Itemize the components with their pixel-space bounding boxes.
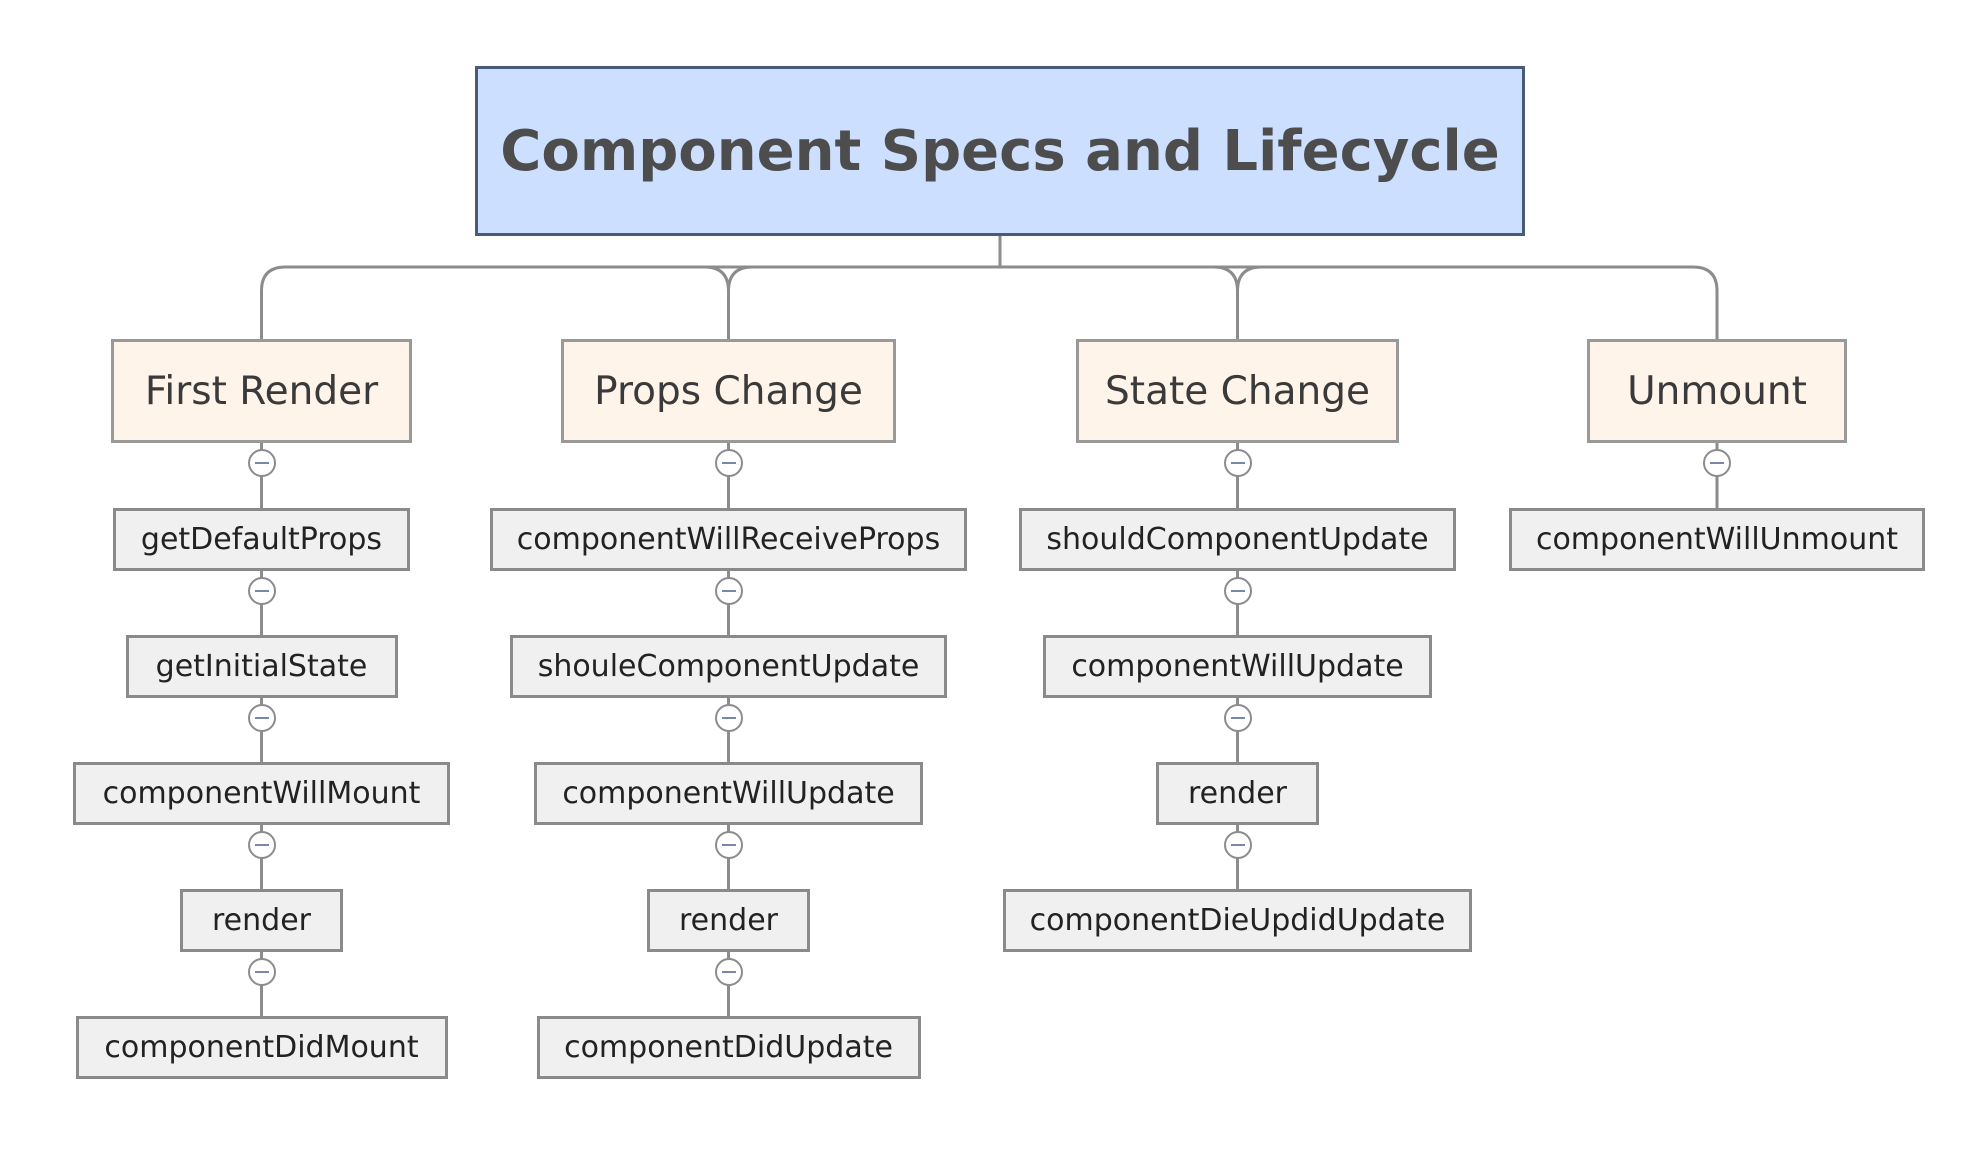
method-node[interactable]: componentDidMount <box>75 1016 448 1079</box>
collapse-minus-icon <box>254 844 269 846</box>
method-node[interactable]: getDefaultProps <box>113 508 410 571</box>
collapse-toggle[interactable] <box>714 958 743 986</box>
branch-drop-line <box>704 265 753 339</box>
method-node[interactable]: componentDidUpdate <box>536 1016 921 1079</box>
method-node[interactable]: render <box>647 889 810 952</box>
method-node[interactable]: componentWillUpdate <box>1043 635 1432 698</box>
branch-drop-line <box>260 265 286 339</box>
method-node[interactable]: componentWillMount <box>73 762 450 825</box>
method-node[interactable]: componentDieUpdidUpdate <box>1003 889 1472 952</box>
collapse-minus-icon <box>721 462 736 464</box>
collapse-minus-icon <box>1710 462 1724 464</box>
collapse-toggle[interactable] <box>1223 704 1252 732</box>
collapse-toggle[interactable] <box>247 449 276 477</box>
collapse-minus-icon <box>254 971 269 973</box>
method-node[interactable]: render <box>1156 762 1319 825</box>
collapse-toggle[interactable] <box>1223 449 1252 477</box>
collapse-minus-icon <box>254 717 269 719</box>
method-node[interactable]: componentWillUnmount <box>1509 508 1925 571</box>
collapse-minus-icon <box>1230 717 1245 719</box>
category-node[interactable]: State Change <box>1076 339 1399 443</box>
collapse-minus-icon <box>1230 844 1245 846</box>
method-node[interactable]: shouleComponentUpdate <box>510 635 947 698</box>
collapse-minus-icon <box>254 462 269 464</box>
collapse-minus-icon <box>721 590 736 592</box>
collapse-toggle[interactable] <box>247 577 276 605</box>
method-node[interactable]: getInitialState <box>125 635 398 698</box>
collapse-toggle[interactable] <box>247 831 276 859</box>
collapse-minus-icon <box>721 971 736 973</box>
collapse-toggle[interactable] <box>714 704 743 732</box>
collapse-toggle[interactable] <box>1223 831 1252 859</box>
category-node[interactable]: Props Change <box>561 339 896 443</box>
collapse-toggle[interactable] <box>247 704 276 732</box>
method-node[interactable]: shouldComponentUpdate <box>1019 508 1456 571</box>
root-topic[interactable]: Component Specs and Lifecycle <box>475 66 1525 236</box>
method-node[interactable]: componentWillReceiveProps <box>490 508 967 571</box>
method-node[interactable]: componentWillUpdate <box>534 762 923 825</box>
collapse-toggle[interactable] <box>714 449 743 477</box>
collapse-minus-icon <box>1230 590 1245 592</box>
collapse-minus-icon <box>254 590 269 592</box>
collapse-toggle[interactable] <box>714 831 743 859</box>
collapse-minus-icon <box>721 717 736 719</box>
collapse-toggle[interactable] <box>714 577 743 605</box>
collapse-minus-icon <box>1230 462 1245 464</box>
collapse-minus-icon <box>721 844 736 846</box>
method-node[interactable]: render <box>180 889 343 952</box>
branch-drop-line <box>1213 265 1262 339</box>
category-node[interactable]: Unmount <box>1587 339 1847 443</box>
category-node[interactable]: First Render <box>111 339 412 443</box>
collapse-toggle[interactable] <box>247 958 276 986</box>
branch-drop-line <box>1692 265 1719 339</box>
collapse-toggle[interactable] <box>1703 449 1731 477</box>
collapse-toggle[interactable] <box>1223 577 1252 605</box>
